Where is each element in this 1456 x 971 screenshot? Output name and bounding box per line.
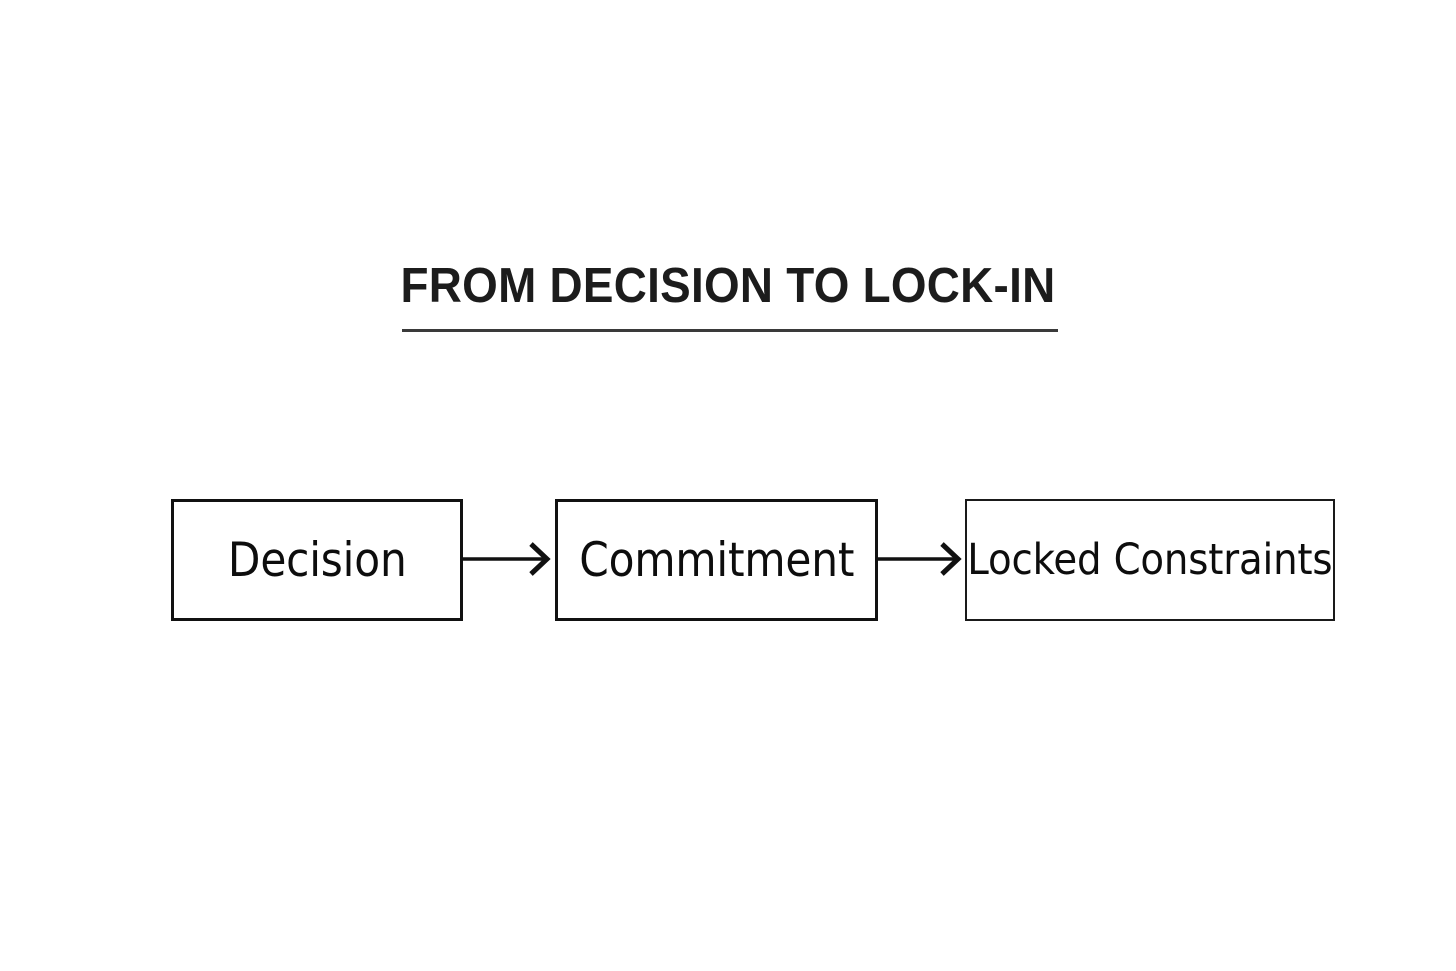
flow-node-label: Decision — [227, 532, 407, 588]
flow-arrow-decision-to-commitment — [463, 499, 557, 621]
title-underline-rule — [402, 329, 1058, 332]
flowchart: Decision Commitment Locked Constraints — [0, 499, 1456, 621]
flow-node-label: Locked Constraints — [967, 534, 1333, 585]
flow-node-locked-constraints[interactable]: Locked Constraints — [965, 499, 1335, 621]
flow-arrow-commitment-to-locked — [878, 499, 967, 621]
title-block: FROM DECISION TO LOCK-IN — [0, 258, 1456, 332]
flow-node-decision[interactable]: Decision — [171, 499, 463, 621]
flow-node-commitment[interactable]: Commitment — [555, 499, 878, 621]
flow-node-label: Commitment — [578, 532, 854, 588]
page-title: FROM DECISION TO LOCK-IN — [400, 259, 1056, 313]
